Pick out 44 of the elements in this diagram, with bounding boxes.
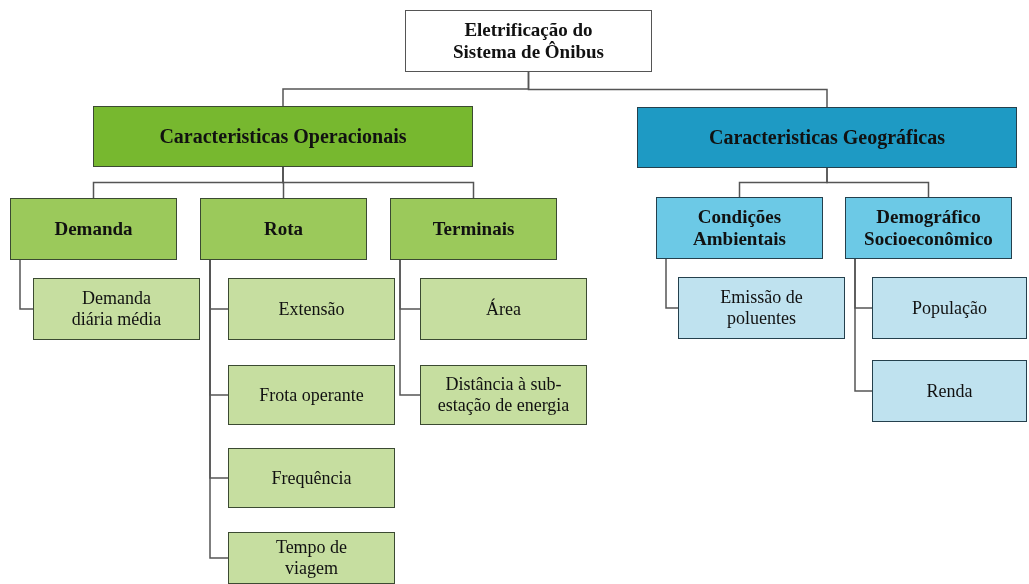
node-label: População — [912, 297, 987, 319]
connector-line — [19, 259, 34, 310]
node-label: Frota operante — [259, 384, 364, 406]
node-label: Eletrificação do Sistema de Ônibus — [452, 19, 605, 63]
node-label: Frequência — [271, 467, 352, 489]
connector-line — [854, 258, 873, 392]
leaf-box — [872, 277, 1027, 339]
node-label: Demográfico Socioeconômico — [863, 206, 994, 250]
connector-line — [826, 167, 930, 198]
connector-line — [209, 259, 229, 559]
category-box — [10, 198, 177, 260]
connector-line — [527, 71, 828, 108]
node-label: Renda — [926, 380, 973, 402]
leaf-box — [228, 448, 395, 508]
connector-line — [282, 166, 475, 199]
category-box — [656, 197, 823, 259]
node-label: Tempo de viagem — [274, 537, 349, 579]
node-label: Demanda — [54, 218, 133, 240]
node-label: Demanda diária média — [70, 288, 163, 330]
leaf-box — [228, 278, 395, 340]
node-label: Terminais — [432, 218, 515, 240]
category-box — [637, 107, 1017, 168]
leaf-box — [33, 278, 200, 340]
node-label: Emissão de poluentes — [719, 287, 804, 329]
node-label: Rota — [263, 218, 304, 240]
node-label: Caracteristicas Geográficas — [709, 126, 945, 149]
leaf-box — [228, 365, 395, 425]
leaf-box — [420, 278, 587, 340]
category-box — [845, 197, 1012, 259]
leaf-box — [228, 532, 395, 584]
node-label: Caracteristicas Operacionais — [159, 125, 407, 148]
node-label: Extensão — [278, 298, 345, 320]
category-box — [93, 106, 473, 167]
category-box — [405, 10, 652, 72]
connector-line — [399, 259, 421, 396]
leaf-box — [420, 365, 587, 425]
category-box — [200, 198, 367, 260]
connector-line — [665, 258, 679, 309]
category-box — [390, 198, 557, 260]
leaf-box — [678, 277, 845, 339]
leaf-box — [872, 360, 1027, 422]
node-label: Condições Ambientais — [692, 206, 787, 250]
node-label: Área — [486, 298, 521, 320]
node-label: Distância à sub- estação de energia — [436, 374, 571, 416]
